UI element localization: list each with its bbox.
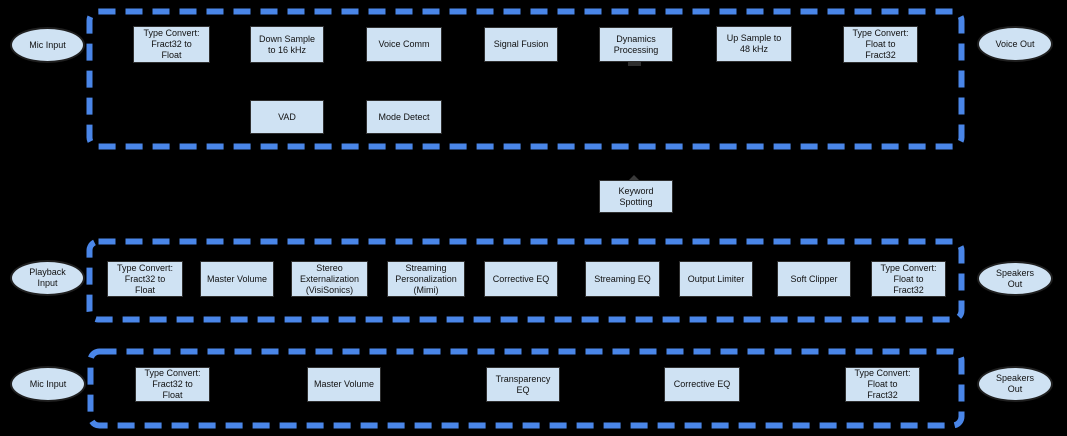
terminal-voice-out: Voice Out [977, 26, 1053, 62]
node-vad: VAD [250, 100, 324, 134]
node-mode-detect: Mode Detect [366, 100, 442, 134]
node-corrective-eq-playback: Corrective EQ [484, 261, 558, 297]
node-transparency-eq: Transparency EQ [486, 367, 560, 402]
node-signal-fusion: Signal Fusion [484, 27, 558, 62]
node-up-sample-48khz: Up Sample to 48 kHz [716, 26, 792, 62]
node-corrective-eq-passthrough: Corrective EQ [664, 367, 740, 402]
terminal-mic-input-passthrough: Mic Input [10, 366, 86, 402]
node-type-convert-fract32-to-float-voice: Type Convert: Fract32 to Float [133, 26, 210, 63]
node-streaming-personalization: Streaming Personalization (Mimi) [387, 261, 465, 297]
terminal-mic-input-voice: Mic Input [10, 27, 85, 63]
terminal-speakers-out-passthrough: Speakers Out [977, 366, 1053, 402]
node-type-convert-float-to-fract32-playback: Type Convert: Float to Fract32 [871, 261, 946, 297]
arrowhead-artifact [629, 175, 639, 180]
node-voice-comm: Voice Comm [366, 27, 442, 62]
node-type-convert-fract32-to-float-passthrough: Type Convert: Fract32 to Float [135, 367, 210, 402]
node-soft-clipper: Soft Clipper [777, 261, 851, 297]
playback-pipeline-border [86, 238, 965, 323]
voice-pipeline-border [86, 8, 965, 150]
clipped-text-artifact [628, 62, 641, 66]
node-down-sample-16khz: Down Sample to 16 kHz [250, 26, 324, 63]
node-output-limiter: Output Limiter [679, 261, 753, 297]
node-master-volume-playback: Master Volume [200, 261, 274, 297]
terminal-speakers-out-playback: Speakers Out [977, 261, 1053, 296]
node-stereo-externalization: Stereo Externalization (VisiSonics) [291, 261, 368, 297]
node-type-convert-float-to-fract32-passthrough: Type Convert: Float to Fract32 [845, 367, 920, 402]
terminal-playback-input: Playback Input [10, 260, 85, 296]
node-dynamics-processing: Dynamics Processing [599, 27, 673, 62]
node-type-convert-float-to-fract32-voice: Type Convert: Float to Fract32 [843, 26, 918, 63]
node-type-convert-fract32-to-float-playback: Type Convert: Fract32 to Float [107, 261, 183, 297]
node-keyword-spotting: Keyword Spotting [599, 180, 673, 213]
node-streaming-eq: Streaming EQ [585, 261, 660, 297]
node-master-volume-passthrough: Master Volume [307, 367, 381, 402]
mic-passthrough-pipeline-border [87, 348, 965, 429]
